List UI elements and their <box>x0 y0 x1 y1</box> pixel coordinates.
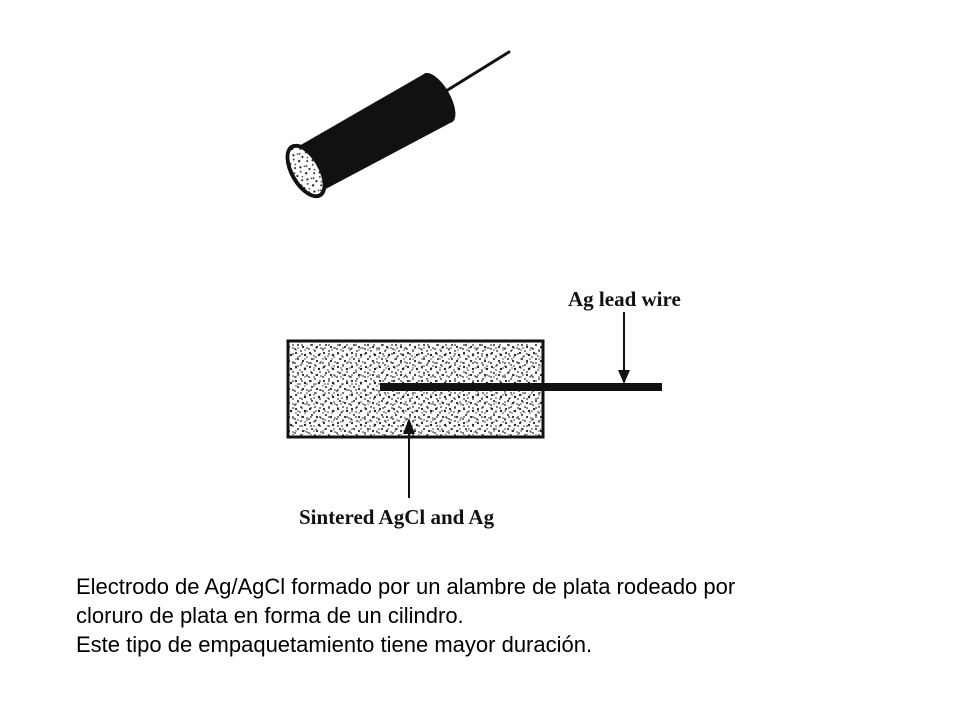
cylinder-electrode <box>285 50 511 199</box>
cylinder-body <box>292 74 452 192</box>
sintered-label: Sintered AgCl and Ag <box>299 505 495 529</box>
caption: Electrodo de Ag/AgCl formado por un alam… <box>76 572 916 659</box>
caption-line: cloruro de plata en forma de un cilindro… <box>76 603 464 628</box>
lead-wire-label: Ag lead wire <box>568 287 681 311</box>
caption-line: Este tipo de empaquetamiento tiene mayor… <box>76 632 593 657</box>
cylinder-lead-wire <box>436 50 511 98</box>
cylinder-front-face <box>289 147 323 195</box>
caption-line: Electrodo de Ag/AgCl formado por un alam… <box>76 574 736 599</box>
sintered-arrow <box>403 418 415 498</box>
lead-wire-arrow <box>618 312 630 384</box>
sintered-pellet <box>286 339 662 439</box>
electrode-diagram: Ag lead wire Sintered AgCl and Ag <box>285 50 681 529</box>
cylinder-back-cap <box>420 73 456 123</box>
pellet-lead-wire <box>380 383 662 391</box>
